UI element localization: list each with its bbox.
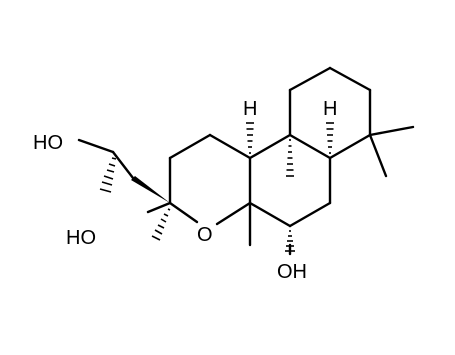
wedge-bond [131,176,170,203]
bond [248,201,292,228]
hash-bond-oh [285,230,295,252]
bond [328,133,372,160]
label-ring-oxygen: O [197,224,213,246]
bond [248,133,292,160]
hash-bond-h-left [246,122,254,154]
bond [168,201,199,224]
bond [288,66,332,92]
bond [168,133,212,160]
bond [288,133,332,160]
bond [111,150,135,180]
hash-bond-side-oh [99,157,117,193]
label-h-left: H [243,98,257,120]
bond [146,201,172,214]
bond [368,133,388,178]
bond [288,201,332,228]
bond [208,133,252,160]
bond [328,66,372,92]
hash-bond-h-right [326,122,334,154]
bond [77,138,115,154]
label-oh-bottom: OH [277,261,307,283]
label-h-right: H [323,98,337,120]
label-ho-top: HO [33,132,63,154]
bond [215,201,252,226]
hash-bond-methyl-left [151,208,171,241]
label-ho-side: HO [66,227,96,249]
hash-bond-methyl-center [286,139,294,177]
bond [368,125,415,137]
